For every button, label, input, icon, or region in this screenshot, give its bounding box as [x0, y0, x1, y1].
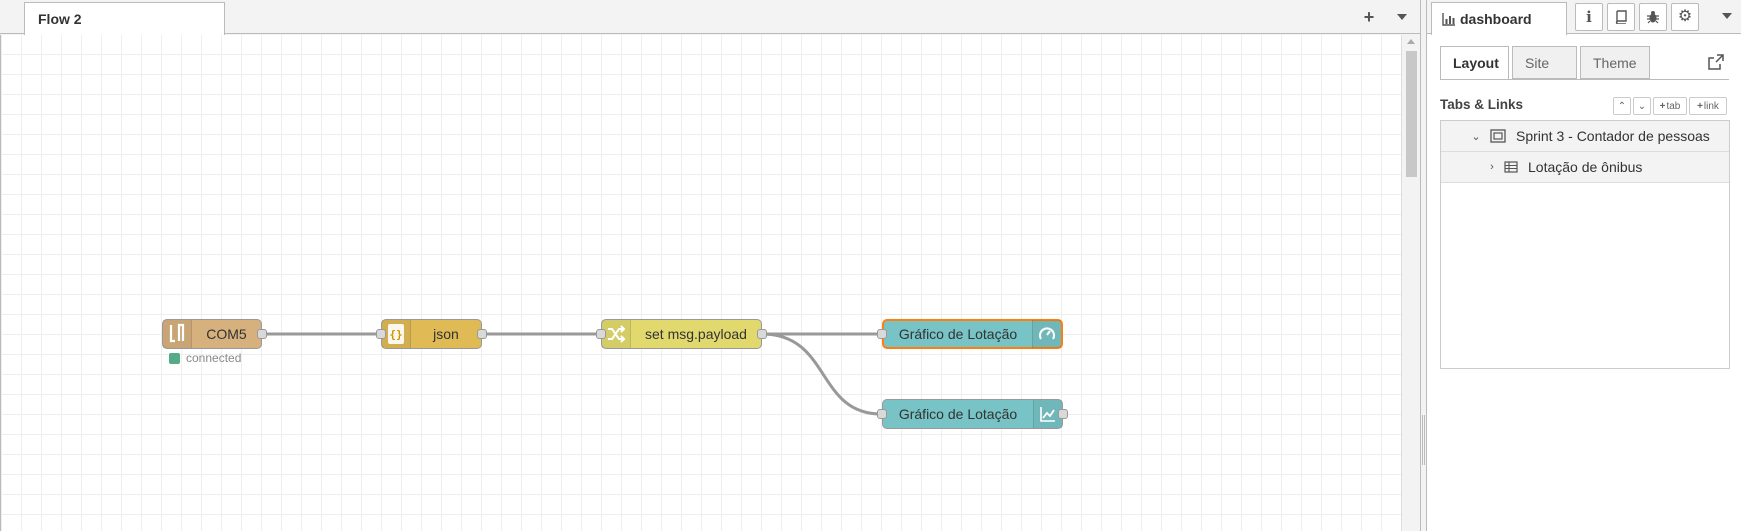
- input-port[interactable]: [596, 329, 606, 339]
- tree-item-group[interactable]: › Lotação de ônibus: [1441, 152, 1729, 183]
- wires-layer: [263, 332, 882, 416]
- add-link-label: link: [1703, 100, 1719, 112]
- node-chart[interactable]: Gráfico de Lotação: [877, 399, 1068, 429]
- node-label: Gráfico de Lotação: [898, 326, 1018, 342]
- node-label: Gráfico de Lotação: [898, 406, 1018, 422]
- tab-icon: [1490, 129, 1506, 143]
- help-button[interactable]: [1607, 3, 1635, 31]
- splitter-grip[interactable]: [1422, 415, 1425, 465]
- canvas-scrollbar[interactable]: [1401, 35, 1420, 531]
- tabs-links-tree: ⌄ Sprint 3 - Contador de pessoas › Lotaç…: [1440, 120, 1730, 369]
- scrollbar-thumb[interactable]: [1406, 51, 1417, 177]
- input-port[interactable]: [877, 329, 887, 339]
- node-label: set msg.payload: [645, 326, 747, 342]
- tabs-divider: [1440, 79, 1729, 80]
- tab-layout[interactable]: Layout: [1440, 46, 1509, 80]
- json-icon: {}: [382, 320, 411, 348]
- plus-icon: +: [1363, 6, 1375, 27]
- tree-item-tab[interactable]: ⌄ Sprint 3 - Contador de pessoas: [1441, 121, 1729, 152]
- input-port[interactable]: [376, 329, 386, 339]
- tab-label: Flow 2: [38, 11, 82, 27]
- node-json[interactable]: {} json: [376, 319, 487, 349]
- tab-layout-label: Layout: [1453, 55, 1499, 71]
- workspace-tabbar: Flow 2 +: [0, 0, 1420, 35]
- line-chart-icon: [1033, 400, 1062, 428]
- svg-text:{}: {}: [389, 328, 402, 341]
- status-text: connected: [186, 351, 242, 365]
- gear-icon: ⚙: [1677, 8, 1693, 25]
- workspace: Flow 2 + COM5 connected: [0, 0, 1420, 531]
- sidebar-menu-caret-icon[interactable]: [1722, 13, 1732, 19]
- node-gauge[interactable]: Gráfico de Lotação: [877, 319, 1063, 349]
- tab-theme-label: Theme: [1593, 54, 1637, 71]
- popout-icon[interactable]: [1708, 54, 1724, 70]
- add-link-button[interactable]: +link: [1689, 97, 1727, 115]
- output-port[interactable]: [1058, 409, 1068, 419]
- tree-item-label: Lotação de ônibus: [1528, 159, 1643, 175]
- gauge-icon: [1032, 320, 1061, 348]
- tab-site-label: Site: [1525, 54, 1550, 71]
- caret-down-icon: [1397, 14, 1407, 20]
- debug-button[interactable]: [1639, 3, 1667, 31]
- chevron-right-icon[interactable]: ›: [1490, 161, 1494, 173]
- double-chevron-down-icon: ⌄: [1637, 100, 1647, 112]
- output-port[interactable]: [757, 329, 767, 339]
- double-chevron-up-icon: ⌃: [1617, 100, 1627, 112]
- plus-icon: +: [1659, 100, 1666, 112]
- node-status: connected: [169, 351, 241, 365]
- info-icon: i: [1586, 8, 1592, 26]
- input-port[interactable]: [877, 409, 887, 419]
- info-button[interactable]: i: [1575, 3, 1603, 31]
- shuffle-icon: [602, 320, 631, 348]
- book-icon: [1614, 10, 1628, 24]
- tab-site[interactable]: Site: [1512, 46, 1577, 79]
- sidebar: dashboard i ⚙ Layout Site Theme: [1427, 0, 1741, 531]
- output-port[interactable]: [257, 329, 267, 339]
- expand-all-button[interactable]: ⌄: [1633, 97, 1651, 115]
- node-label: json: [433, 326, 459, 342]
- config-button[interactable]: ⚙: [1671, 3, 1699, 31]
- scroll-up-icon[interactable]: [1407, 39, 1415, 44]
- tab-flow-2[interactable]: Flow 2: [24, 2, 225, 35]
- serial-port-icon: [163, 320, 192, 348]
- node-label: COM5: [206, 326, 247, 342]
- tree-item-label: Sprint 3 - Contador de pessoas: [1516, 128, 1710, 144]
- sidebar-tabbar: dashboard i ⚙: [1427, 0, 1741, 35]
- chevron-down-icon[interactable]: ⌄: [1471, 130, 1481, 143]
- add-tab-button[interactable]: +tab: [1653, 97, 1687, 115]
- group-icon: [1504, 161, 1518, 173]
- tab-theme[interactable]: Theme: [1580, 46, 1650, 79]
- bug-icon: [1646, 10, 1660, 24]
- output-port[interactable]: [477, 329, 487, 339]
- flow-canvas[interactable]: COM5 connected {} json set msg.payload: [0, 35, 1401, 531]
- bar-chart-icon: [1442, 12, 1456, 26]
- sidebar-tab-dashboard[interactable]: dashboard: [1431, 2, 1567, 35]
- node-serial-in[interactable]: COM5: [162, 319, 267, 349]
- plus-icon: +: [1697, 100, 1703, 112]
- wire-change-chart[interactable]: [761, 332, 882, 416]
- flow-list-button[interactable]: [1389, 5, 1415, 29]
- sidebar-tab-label: dashboard: [1460, 11, 1532, 27]
- node-change[interactable]: set msg.payload: [596, 319, 767, 349]
- collapse-all-button[interactable]: ⌃: [1613, 97, 1631, 115]
- add-tab-label: tab: [1666, 100, 1681, 112]
- tabs-links-heading: Tabs & Links: [1440, 97, 1524, 112]
- status-dot: [169, 352, 180, 364]
- add-flow-button[interactable]: +: [1356, 5, 1382, 29]
- sidebar-splitter[interactable]: [1420, 0, 1427, 531]
